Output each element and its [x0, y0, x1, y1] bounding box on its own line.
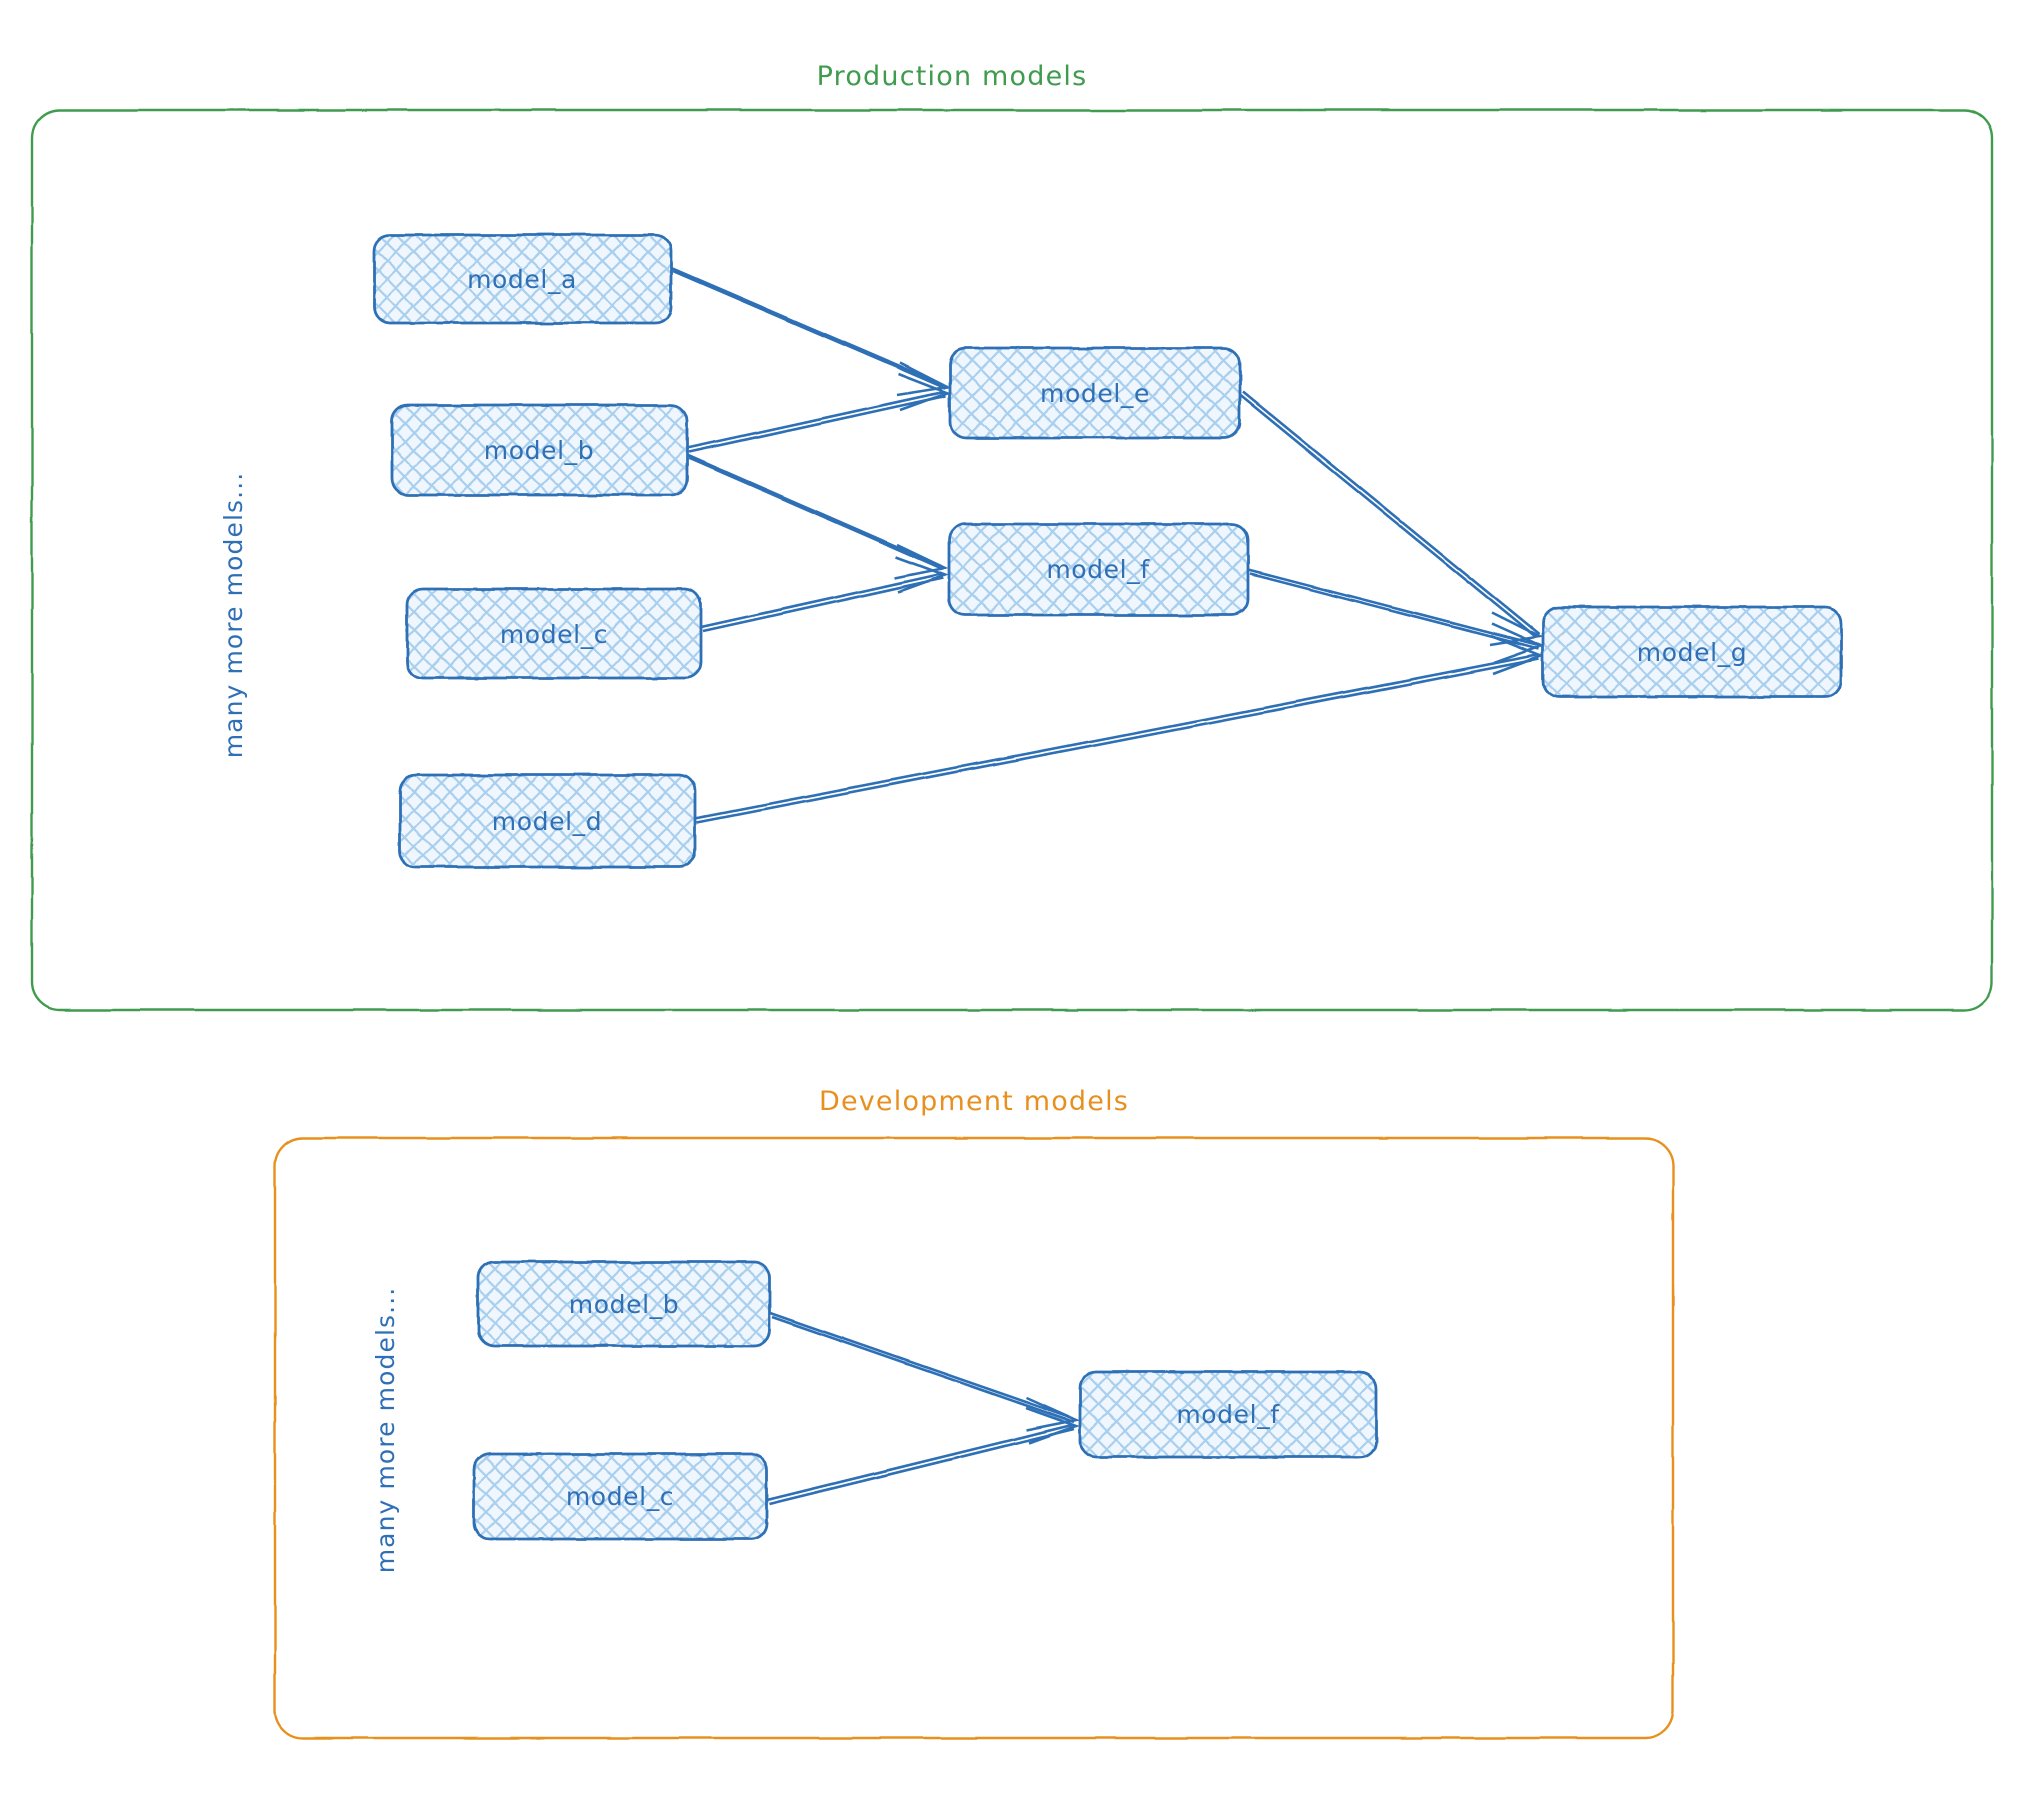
group-production: Production models many more models... [30, 61, 1994, 1012]
node-dev-model-b[interactable]: model_b [476, 1260, 772, 1348]
svg-text:many more models...: many more models... [371, 1287, 400, 1574]
node-dev-model-c[interactable]: model_c [472, 1452, 769, 1541]
node-dev-model-f-label: model_f [1176, 1400, 1280, 1429]
development-group-border [273, 1136, 1675, 1740]
development-side-label: many more models... [371, 1287, 400, 1574]
node-model-c[interactable]: model_c [405, 587, 703, 680]
node-model-a-label: model_a [467, 265, 577, 294]
edge-model-d-to-model-g [694, 634, 1545, 824]
edge-dev-model-b-to-model-f [769, 1311, 1081, 1432]
node-model-c-label: model_c [500, 620, 608, 649]
node-model-g[interactable]: model_g [1541, 605, 1843, 699]
node-model-a[interactable]: model_a [372, 233, 673, 325]
group-development: Development models many more models... [273, 1086, 1675, 1740]
edge-model-b-to-model-f [686, 453, 950, 580]
svg-text:many more models...: many more models... [219, 472, 248, 759]
node-model-b[interactable]: model_b [390, 403, 689, 497]
node-model-e[interactable]: model_e [948, 346, 1242, 440]
node-model-g-label: model_g [1637, 638, 1747, 667]
production-group-border [30, 108, 1994, 1012]
node-model-d-label: model_d [492, 807, 602, 836]
production-group-title: Production models [817, 61, 1088, 92]
node-dev-model-c-label: model_c [566, 1482, 674, 1511]
node-model-d[interactable]: model_d [398, 773, 697, 869]
edge-model-b-to-model-e [686, 372, 951, 454]
edge-model-a-to-model-e [670, 266, 952, 397]
development-group-title: Development models [819, 1086, 1129, 1117]
development-edges [766, 1311, 1081, 1506]
edge-model-c-to-model-f [700, 555, 949, 633]
node-model-f[interactable]: model_f [947, 522, 1250, 617]
node-model-f-label: model_f [1046, 555, 1150, 584]
node-dev-model-b-label: model_b [569, 1290, 679, 1319]
node-model-e-label: model_e [1040, 379, 1150, 408]
node-model-b-label: model_b [484, 436, 594, 465]
edge-dev-model-c-to-model-f [766, 1406, 1080, 1506]
node-dev-model-f[interactable]: model_f [1078, 1370, 1378, 1459]
production-side-label: many more models... [219, 472, 248, 759]
production-edges [670, 266, 1545, 824]
